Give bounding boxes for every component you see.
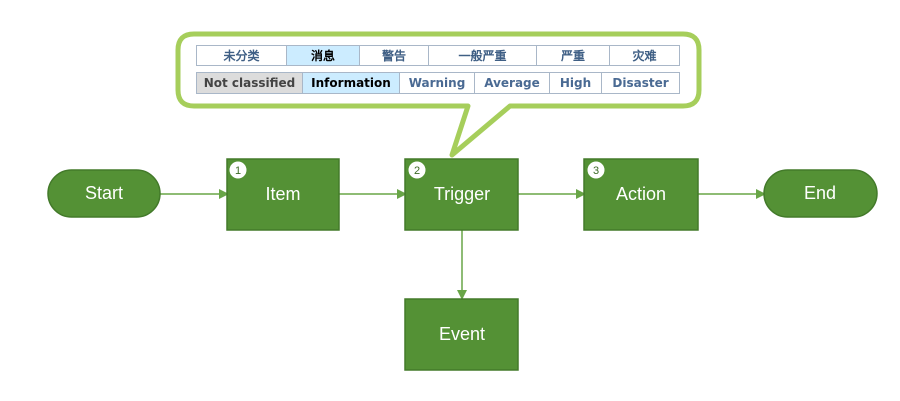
start-label: Start <box>85 183 123 203</box>
severity-en-high[interactable]: High <box>549 72 602 94</box>
severity-cn-disaster[interactable]: 灾难 <box>609 45 680 66</box>
severity-cn-warning[interactable]: 警告 <box>359 45 429 66</box>
severity-cn-not-classified[interactable]: 未分类 <box>196 45 287 66</box>
action-label: Action <box>616 184 666 204</box>
end-node: End <box>763 169 878 218</box>
item-step-number: 1 <box>235 165 241 177</box>
end-label: End <box>804 183 836 203</box>
severity-en-average[interactable]: Average <box>474 72 550 94</box>
event-node: Event <box>404 298 519 371</box>
severity-table-english: Not classified Information Warning Avera… <box>196 72 680 94</box>
trigger-label: Trigger <box>434 184 490 204</box>
severity-en-information[interactable]: Information <box>302 72 400 94</box>
start-node: Start <box>47 169 161 218</box>
action-step-badge: 3 <box>586 160 606 180</box>
severity-en-not-classified[interactable]: Not classified <box>196 72 303 94</box>
trigger-step-number: 2 <box>414 165 420 177</box>
item-step-badge: 1 <box>228 160 248 180</box>
severity-cn-high[interactable]: 严重 <box>536 45 610 66</box>
action-step-number: 3 <box>593 165 599 177</box>
severity-cn-average[interactable]: 一般严重 <box>428 45 537 66</box>
event-label: Event <box>439 324 485 344</box>
item-label: Item <box>265 184 300 204</box>
trigger-step-badge: 2 <box>407 160 427 180</box>
severity-en-disaster[interactable]: Disaster <box>601 72 680 94</box>
severity-en-warning[interactable]: Warning <box>399 72 475 94</box>
severity-table-chinese: 未分类 消息 警告 一般严重 严重 灾难 <box>196 45 680 66</box>
severity-cn-information[interactable]: 消息 <box>286 45 360 66</box>
